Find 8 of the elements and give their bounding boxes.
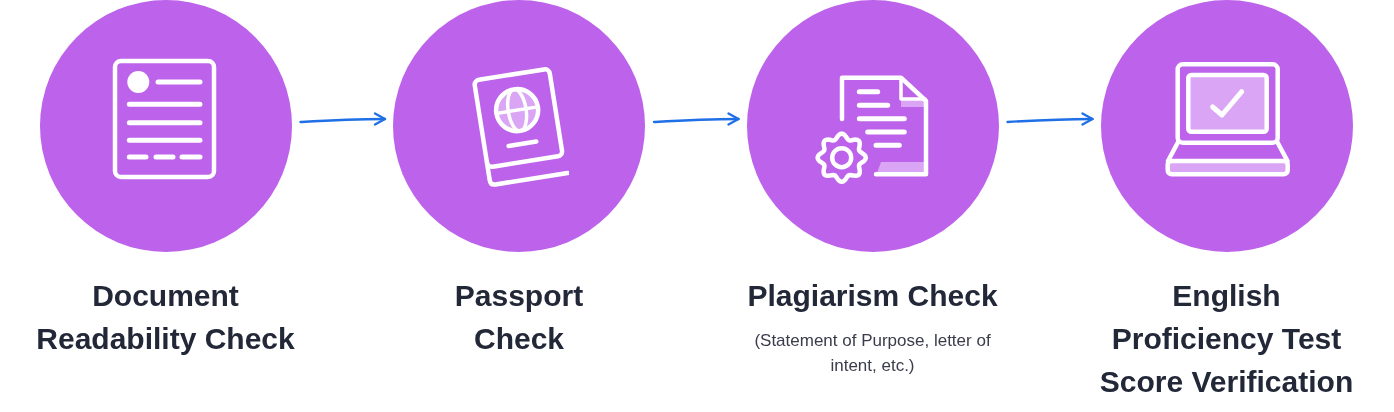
step-note: (Statement of Purpose, letter of intent, etc.) xyxy=(753,330,992,377)
step-title: English Proficiency Test Score Verification xyxy=(1098,278,1355,400)
arrow xyxy=(652,112,740,126)
arrow xyxy=(299,112,387,126)
step-title: Document Readability Check xyxy=(35,278,296,357)
step-title: Plagiarism Check xyxy=(747,278,998,314)
arrow xyxy=(1006,112,1094,126)
step-title: Passport Check xyxy=(453,278,585,357)
